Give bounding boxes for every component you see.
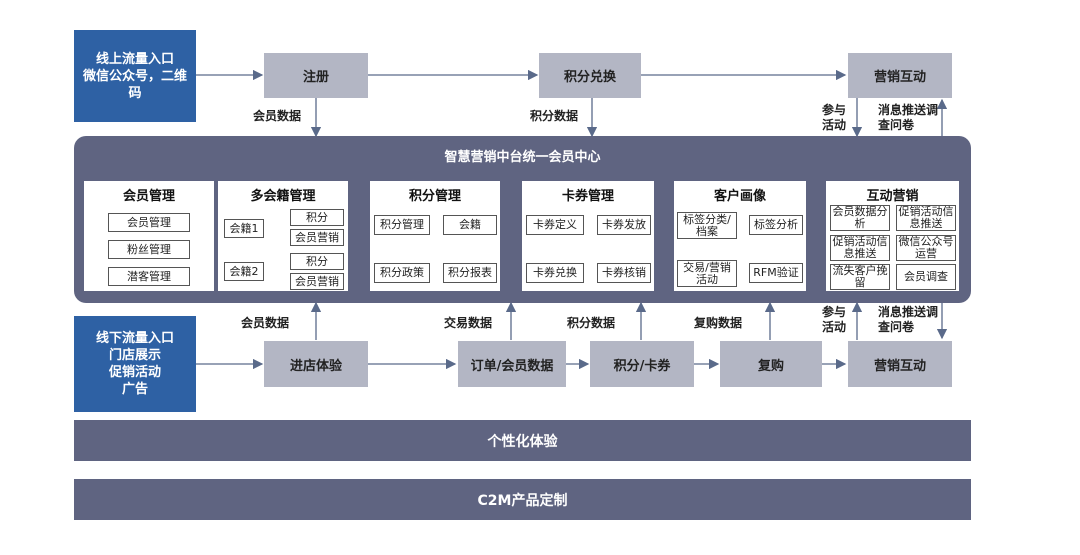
points-report-box: 积分报表 <box>443 263 497 283</box>
coupon-management-title: 卡券管理 <box>561 189 614 204</box>
online-entry-box: 线上流量入口 微信公众号，二维码 <box>74 30 196 122</box>
points-coupon-box: 积分/卡券 <box>590 341 694 387</box>
tag-category-box: 标签分类/档案 <box>677 212 737 239</box>
bottom-points-data-label: 积分数据 <box>567 316 616 330</box>
top-points-data-label: 积分数据 <box>530 109 579 123</box>
membership-1-box: 会籍1 <box>224 219 264 238</box>
points-membership-box: 会籍 <box>443 215 497 235</box>
offline-entry-title: 线下流量入口 <box>95 331 174 346</box>
personalized-experience-bar: 个性化体验 <box>74 420 971 461</box>
membership-2-marketing: 会员营销 <box>290 273 344 290</box>
bottom-marketing-interaction-box: 营销互动 <box>848 341 952 387</box>
top-push-survey-label: 消息推送调查问卷 <box>878 103 939 132</box>
points-policy-box: 积分政策 <box>374 263 430 283</box>
fan-management-item: 粉丝管理 <box>108 240 190 259</box>
offline-entry-line-3: 广告 <box>121 382 148 397</box>
offline-entry-line-1: 门店展示 <box>108 348 161 363</box>
coupon-issue-box: 卡券发放 <box>597 215 651 235</box>
store-experience-box: 进店体验 <box>264 341 368 387</box>
top-member-data-label: 会员数据 <box>253 109 302 123</box>
trade-marketing-box: 交易/营销活动 <box>677 260 737 287</box>
membership-1-marketing: 会员营销 <box>290 229 344 246</box>
coupon-verify-box: 卡券核销 <box>597 263 651 283</box>
tag-analysis-box: 标签分析 <box>749 215 803 235</box>
bottom-push-survey-label: 消息推送调查问卷 <box>878 305 939 334</box>
membership-2-box: 会籍2 <box>224 262 264 281</box>
bottom-trade-data-label: 交易数据 <box>444 316 493 330</box>
points-manage-box: 积分管理 <box>374 215 430 235</box>
points-exchange-box: 积分兑换 <box>539 53 641 98</box>
member-data-analysis-box: 会员数据分析 <box>830 205 890 231</box>
repurchase-box: 复购 <box>720 341 822 387</box>
promo-push-box-1: 促销活动信息推送 <box>896 205 956 231</box>
member-management-title: 会员管理 <box>122 189 175 204</box>
rfm-verify-box: RFM验证 <box>749 263 803 283</box>
member-management-item: 会员管理 <box>108 213 190 232</box>
member-survey-box: 会员调查 <box>896 264 956 290</box>
membership-2-points: 积分 <box>290 253 344 270</box>
multi-membership-title: 多会籍管理 <box>250 189 316 204</box>
c2m-customization-bar: C2M产品定制 <box>74 479 971 520</box>
interactive-marketing-title: 互动营销 <box>866 189 919 204</box>
points-management-title: 积分管理 <box>408 189 461 204</box>
online-entry-title: 线上流量入口 <box>95 51 174 67</box>
member-management-module: 会员管理 会员管理 粉丝管理 潜客管理 <box>84 181 214 291</box>
wechat-operation-box: 微信公众号运营 <box>896 235 956 261</box>
churn-retention-box: 流失客户挽留 <box>830 264 890 290</box>
order-member-data-box: 订单/会员数据 <box>458 341 566 387</box>
top-participate-label: 参与活动 <box>822 103 847 132</box>
customer-portrait-title: 客户画像 <box>713 189 766 204</box>
prospect-management-item: 潜客管理 <box>108 267 190 286</box>
bottom-member-data-label: 会员数据 <box>241 316 290 330</box>
offline-entry-line-2: 促销活动 <box>108 365 161 380</box>
membership-1-points: 积分 <box>290 209 344 226</box>
promo-push-box-2: 促销活动信息推送 <box>830 235 890 261</box>
register-box: 注册 <box>264 53 368 98</box>
offline-entry-box: 线下流量入口 门店展示 促销活动 广告 <box>74 316 196 412</box>
coupon-exchange-box: 卡券兑换 <box>526 263 584 283</box>
bottom-repurchase-data-label: 复购数据 <box>694 316 743 330</box>
member-center-title: 智慧营销中台统一会员中心 <box>444 150 601 165</box>
online-entry-desc: 微信公众号，二维码 <box>82 68 187 101</box>
bottom-participate-label: 参与活动 <box>822 305 847 334</box>
coupon-define-box: 卡券定义 <box>526 215 584 235</box>
top-marketing-interaction-box: 营销互动 <box>848 53 952 98</box>
